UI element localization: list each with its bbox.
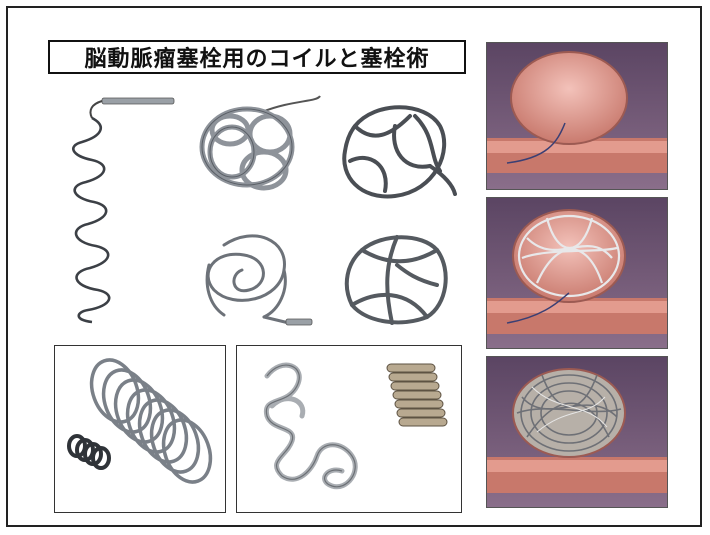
- cage-coil-b: [337, 225, 459, 333]
- slide-title: 脳動脈瘤塞栓用のコイルと塞栓術: [84, 47, 430, 72]
- aneurysm-before-image: [486, 42, 668, 190]
- loose-coil-b: [194, 225, 314, 333]
- cage-coil-a: [335, 96, 457, 208]
- coil-panel-right: [236, 345, 462, 513]
- spherical-coil-a: [192, 92, 322, 207]
- aneurysm-framing-image: [486, 197, 668, 349]
- title-box: 脳動脈瘤塞栓用のコイルと塞栓術: [48, 40, 466, 74]
- helical-coil-figure: [62, 96, 182, 326]
- coil-panel-left: [54, 345, 226, 513]
- aneurysm-packed-image: [486, 356, 668, 508]
